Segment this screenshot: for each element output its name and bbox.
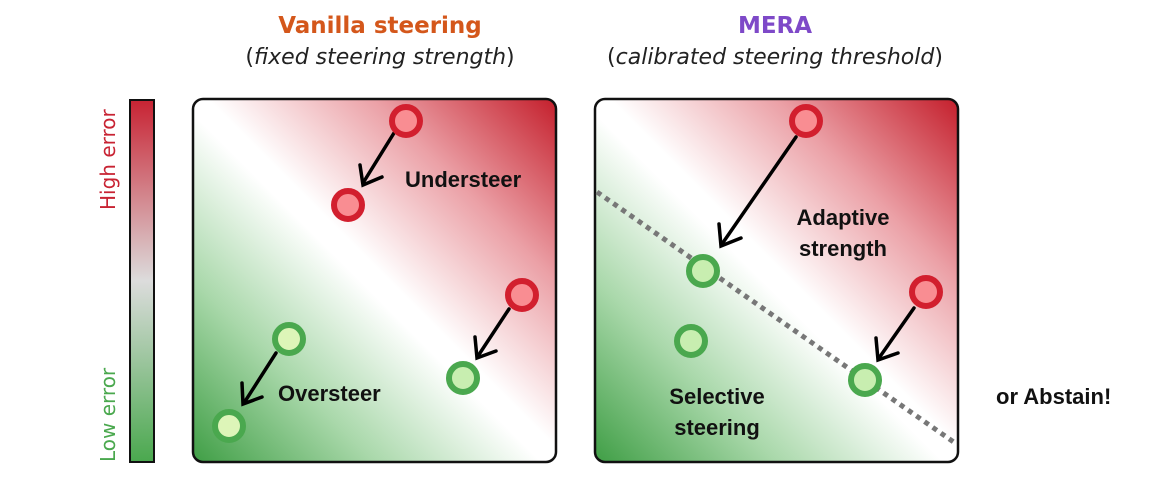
green-point [848,363,882,397]
green-point [674,324,708,358]
understeer-label: Understeer [405,167,522,192]
arrow-oversteer-head [240,381,264,407]
calibrated-threshold-line [595,189,957,446]
arrow-adaptive-short-head [874,336,900,363]
red-point [789,104,823,138]
arrow-red-to-green-left [476,307,511,358]
arrow-understeer-head [358,163,384,188]
red-point [909,275,943,309]
vanilla-subtitle-text: fixed steering strength [253,45,507,70]
mera-title: MERA [737,13,813,39]
arrow-oversteer [242,351,278,405]
red-point [505,278,539,312]
green-point [686,254,720,288]
vanilla-arrows [240,131,511,407]
vanilla-panel [191,97,558,464]
oversteer-label: Oversteer [278,381,381,406]
arrow-understeer [361,131,396,185]
red-point [389,104,423,138]
vanilla-title: Vanilla steering [278,13,482,39]
mera-subtitle-text: calibrated steering threshold [615,45,935,70]
arrow-adaptive-long-head [717,222,743,249]
abstain-label: or Abstain! [996,384,1111,409]
mera-arrows [717,135,916,363]
colorbar [129,99,155,463]
arrow-adaptive-long [720,135,798,246]
colorbar-high-label: High error [96,109,120,210]
green-point [212,409,246,443]
arrow-adaptive-short [877,306,916,360]
selective-label-line1: Selective [669,384,764,409]
adaptive-label-line1: Adaptive [797,205,890,230]
vanilla-points [212,104,539,443]
colorbar-low-label: Low error [96,367,120,462]
selective-label-line2: steering [674,415,760,440]
mera-subtitle: (calibrated steering threshold) [607,45,943,70]
red-point [331,188,365,222]
green-point [272,322,306,356]
vanilla-subtitle: (fixed steering strength) [245,45,515,70]
arrow-red-to-green-left-head [473,335,498,361]
adaptive-label-line2: strength [799,236,887,261]
mera-points [674,104,943,397]
green-point [446,361,480,395]
